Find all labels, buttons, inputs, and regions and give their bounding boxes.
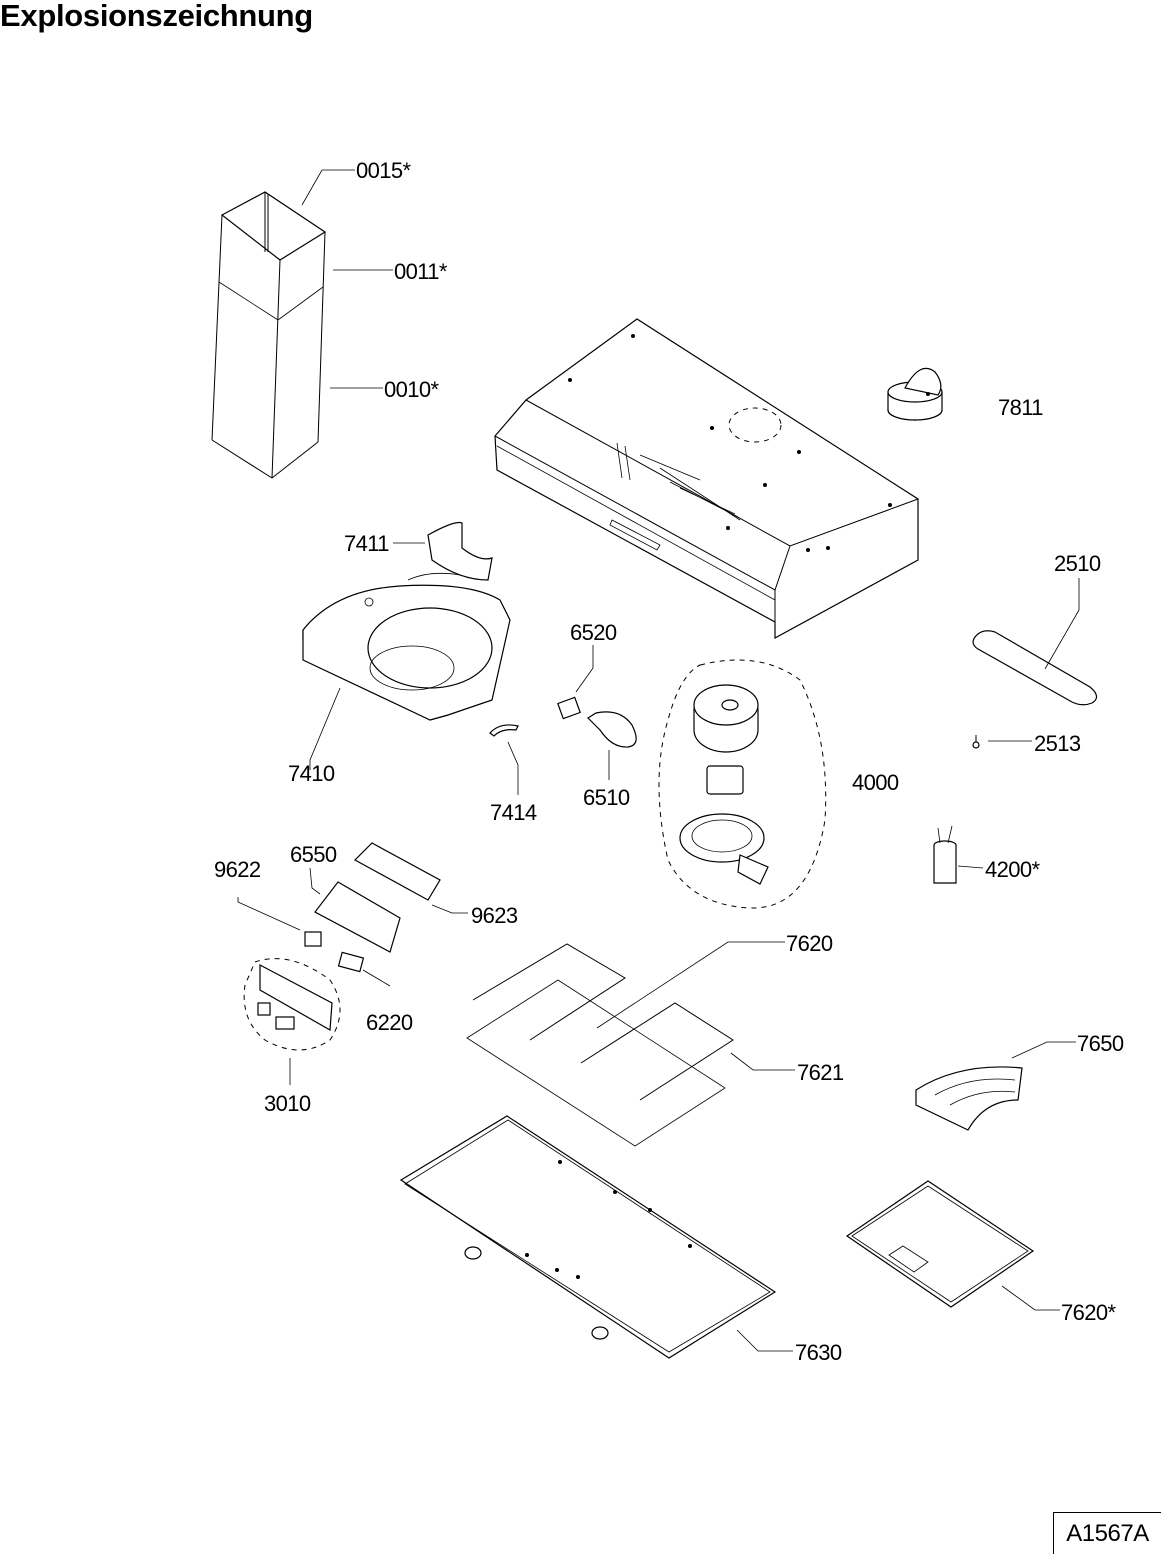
gasket: 2510 <box>972 551 1102 706</box>
part-label-0015: 0015* <box>356 158 412 183</box>
lamp-holder: 6520 <box>557 620 618 720</box>
back-draft-flap: 7811 <box>887 367 1044 421</box>
leader-0015: 0015* <box>301 158 412 206</box>
switch-6220: 6220 <box>337 951 414 1035</box>
pcb-cover: 9623 <box>354 842 519 928</box>
duct-adapter: 7650 <box>915 1031 1125 1131</box>
clip: 7414 <box>489 724 538 825</box>
chimney-assembly <box>211 191 327 479</box>
part-label-4000: 4000 <box>852 770 899 795</box>
part-label-2510: 2510 <box>1054 551 1101 576</box>
chimney-top-opening <box>220 191 327 261</box>
screw: 2513 <box>972 731 1082 756</box>
part-label-7621: 7621 <box>797 1060 844 1085</box>
bottom-frame: 7630 <box>399 1115 843 1365</box>
part-label-3010: 3010 <box>264 1091 311 1116</box>
page-title: Explosionszeichnung <box>0 0 313 33</box>
part-label-6510: 6510 <box>583 785 630 810</box>
switch-6550: 9622 <box>214 857 322 947</box>
pcb-holder: 6550 <box>290 842 401 953</box>
part-label-7811: 7811 <box>998 395 1043 420</box>
part-label-7630: 7630 <box>795 1340 842 1365</box>
grease-filter: 7620* <box>845 1180 1117 1325</box>
part-label-7650: 7650 <box>1077 1031 1124 1056</box>
filter-7621: 7621 <box>580 1002 845 1101</box>
capacitor: 4200* <box>933 825 1041 884</box>
motor-assembly: 4000 <box>658 659 900 909</box>
part-label-7620-star: 7620* <box>1061 1300 1117 1325</box>
part-label-0011: 0011* <box>394 259 448 284</box>
part-label-2513: 2513 <box>1034 731 1081 756</box>
part-label-6220: 6220 <box>366 1010 413 1035</box>
part-label-7414: 7414 <box>490 800 537 825</box>
part-label-4200: 4200* <box>985 857 1041 882</box>
part-label-7620: 7620 <box>786 931 833 956</box>
part-label-6550: 9622 <box>214 857 261 882</box>
hood-body <box>494 318 919 640</box>
drawing-code: A1567A <box>1053 1512 1161 1554</box>
leader-0010: 0010* <box>330 377 440 402</box>
part-label-6520: 6520 <box>570 620 617 645</box>
control-panel: 3010 <box>243 958 341 1116</box>
part-label-7411: 7411 <box>344 531 389 556</box>
filter-7620: 7620 <box>466 931 834 1147</box>
fan-housing-flap: 7411 <box>344 521 493 581</box>
part-label-7410: 7410 <box>288 761 335 786</box>
fan-housing: 7410 <box>288 572 511 786</box>
part-label-9622: 9623 <box>471 903 518 928</box>
part-label-9623: 6550 <box>290 842 337 867</box>
lamp: 6510 <box>583 711 637 810</box>
leader-0011: 0011* <box>333 259 449 284</box>
part-label-0010: 0010* <box>384 377 440 402</box>
